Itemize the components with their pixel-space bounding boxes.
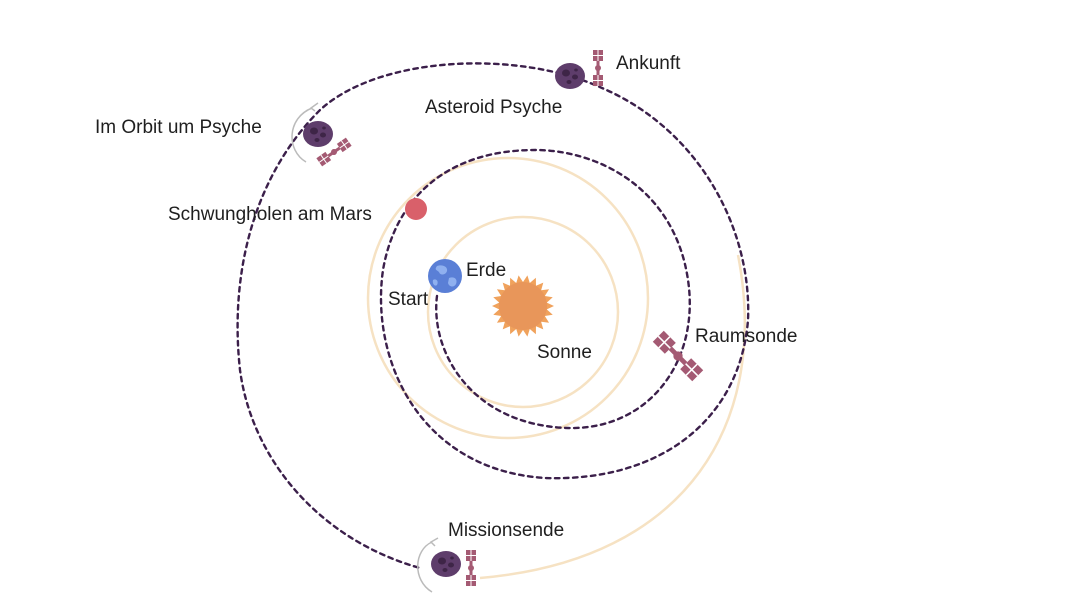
earth-label: Erde bbox=[466, 260, 507, 281]
mars-icon bbox=[405, 198, 427, 220]
start-label: Start bbox=[388, 289, 429, 310]
orbit-label: Im Orbit um Psyche bbox=[95, 117, 262, 138]
spacecraft-icon-end bbox=[465, 549, 477, 587]
planet-orbits bbox=[366, 156, 746, 580]
orbit-rotation-arrowhead bbox=[309, 102, 319, 112]
mars-flyby-label: Schwungholen am Mars bbox=[168, 204, 372, 225]
earth-orbit bbox=[426, 215, 620, 409]
probe-label: Raumsonde bbox=[695, 326, 798, 347]
mission-end-label: Missionsende bbox=[448, 520, 565, 541]
trajectory bbox=[236, 62, 750, 570]
end-rotation-arrowhead bbox=[429, 537, 439, 547]
asteroid-psyche-icon-end bbox=[431, 551, 461, 577]
asteroid-psyche-icon-arrival bbox=[555, 63, 585, 89]
earth-icon bbox=[428, 259, 462, 293]
asteroid-psyche-icon-orbit bbox=[303, 121, 333, 147]
sun-icon bbox=[492, 275, 554, 337]
psyche-orbit bbox=[479, 254, 746, 580]
orbit-rotation-arrow bbox=[291, 107, 313, 163]
arrival-label: Ankunft bbox=[616, 53, 681, 74]
spacecraft-icon-arrival bbox=[592, 49, 604, 87]
end-rotation-arrow bbox=[417, 541, 433, 593]
sun-label: Sonne bbox=[537, 342, 592, 363]
mars-orbit bbox=[366, 156, 650, 440]
asteroid-label: Asteroid Psyche bbox=[425, 97, 563, 118]
